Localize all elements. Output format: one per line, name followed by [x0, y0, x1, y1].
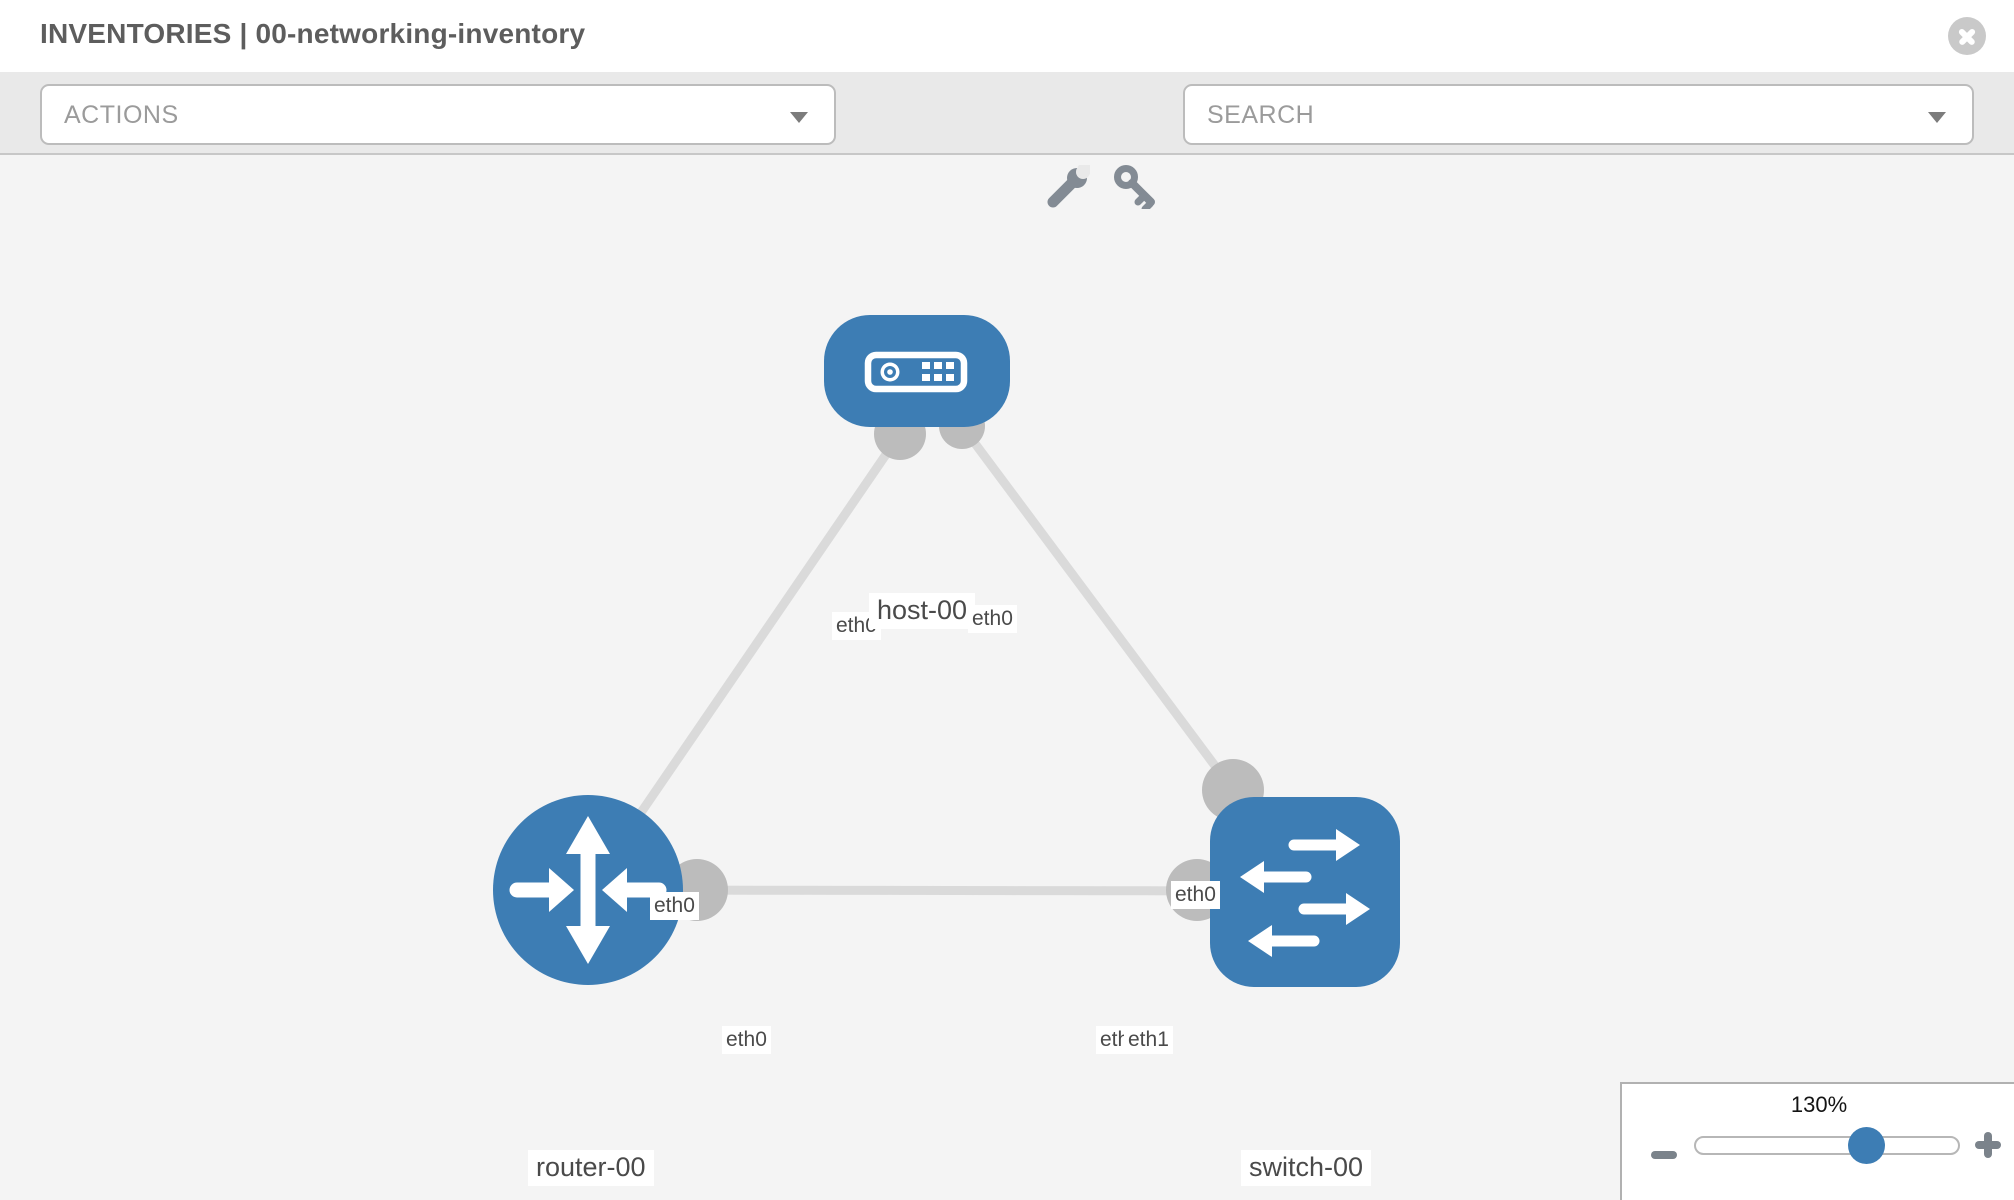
actions-dropdown[interactable]: ACTIONS — [40, 84, 836, 145]
configure-button[interactable] — [1046, 159, 1095, 209]
zoom-in-button[interactable] — [1974, 1131, 2002, 1159]
port-label-overlapped: eth0 — [1096, 1026, 1127, 1055]
port-label: eth0 — [968, 605, 1017, 634]
wrench-icon — [1047, 159, 1095, 208]
node-router-00[interactable] — [493, 795, 683, 985]
caret-down-icon — [790, 112, 808, 123]
port-label: eth1 — [1124, 1026, 1173, 1055]
zoom-slider[interactable] — [1694, 1127, 1960, 1164]
node-host-00[interactable] — [824, 315, 1010, 427]
port-label: eth0 — [1171, 881, 1220, 910]
port-label: eth0 — [722, 1026, 771, 1055]
zoom-out-button[interactable] — [1650, 1141, 1678, 1169]
link-switch-host[interactable] — [958, 423, 1237, 793]
host-icon — [864, 351, 968, 393]
node-label-switch: switch-00 — [1241, 1150, 1372, 1186]
node-switch-00[interactable] — [1210, 797, 1400, 987]
zoom-level-value: 130% — [1790, 1092, 1848, 1117]
router-icon — [509, 816, 667, 964]
topology-graph — [493, 315, 1400, 987]
search-dropdown[interactable]: SEARCH — [1183, 84, 1974, 145]
node-label-router: router-00 — [528, 1150, 654, 1186]
header-bar: INVENTORIES | 00-networking-inventory — [0, 0, 2014, 72]
topology-canvas[interactable]: eth0 host-00 eth0 eth0 eth0 eth0 eth1 et… — [0, 155, 2014, 1200]
key-icon — [1114, 165, 1155, 213]
switch-icon — [1240, 829, 1370, 957]
toolbar: ACTIONS SEARCH — [0, 72, 2014, 213]
zoom-slider-handle[interactable] — [1848, 1127, 1885, 1164]
caret-down-icon — [1928, 112, 1946, 123]
search-dropdown-label: SEARCH — [1207, 101, 1315, 129]
port-label: eth0 — [650, 892, 699, 921]
credentials-button[interactable] — [1114, 165, 1158, 213]
close-button[interactable] — [1948, 17, 1986, 55]
actions-dropdown-label: ACTIONS — [64, 101, 179, 129]
page-title: INVENTORIES | 00-networking-inventory — [40, 18, 586, 49]
node-label-host: host-00 — [869, 593, 976, 629]
zoom-control-panel: 130% — [1620, 1082, 2014, 1200]
